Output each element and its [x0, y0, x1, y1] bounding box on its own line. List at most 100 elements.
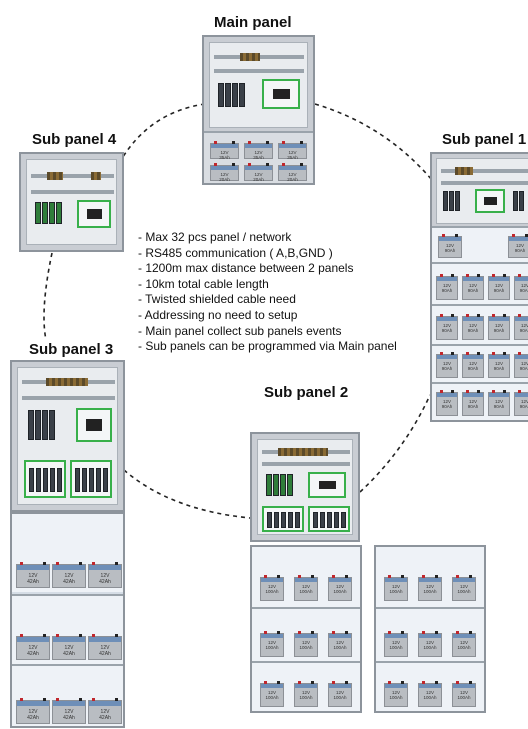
negative-terminal — [311, 681, 314, 684]
negative-terminal — [469, 681, 472, 684]
breaker — [449, 191, 454, 211]
negative-terminal — [401, 575, 404, 578]
positive-terminal — [332, 631, 335, 634]
positive-terminal — [466, 352, 469, 355]
positive-terminal — [388, 575, 391, 578]
sub-panel-3 — [10, 360, 125, 512]
positive-terminal — [20, 634, 23, 637]
terminal-block — [47, 172, 63, 180]
sub-panel-3-controller — [17, 367, 118, 505]
negative-terminal — [266, 163, 269, 166]
positive-terminal — [298, 681, 301, 684]
breaker — [42, 202, 48, 224]
positive-terminal — [214, 163, 217, 166]
negative-terminal — [503, 352, 506, 355]
ring-segment-sub3-sub2 — [123, 469, 251, 519]
sub-panel-4-title: Sub panel 4 — [32, 131, 117, 148]
sub-panel-2 — [250, 432, 360, 542]
negative-terminal — [451, 274, 454, 277]
positive-terminal — [20, 562, 23, 565]
breaker — [280, 474, 286, 496]
sub-panel-4 — [19, 152, 124, 252]
negative-terminal — [115, 698, 118, 701]
control-module — [262, 79, 300, 109]
positive-terminal — [518, 390, 521, 393]
negative-terminal — [345, 575, 348, 578]
positive-terminal — [388, 631, 391, 634]
negative-terminal — [79, 562, 82, 565]
positive-terminal — [442, 234, 445, 237]
positive-terminal — [492, 352, 495, 355]
breaker — [218, 83, 224, 107]
positive-terminal — [518, 274, 521, 277]
io-module — [70, 460, 112, 498]
negative-terminal — [43, 698, 46, 701]
feature-item: - Addressing no need to setup — [138, 307, 298, 322]
negative-terminal — [277, 575, 280, 578]
feature-item: - Twisted shielded cable need — [138, 292, 296, 307]
control-module — [308, 472, 346, 498]
sub-panel-2-controller — [257, 439, 353, 535]
control-module — [475, 189, 505, 213]
positive-terminal — [248, 163, 251, 166]
sub-panel-4-controller — [26, 159, 117, 245]
negative-terminal — [435, 631, 438, 634]
sub-panel-3-title: Sub panel 3 — [29, 341, 114, 358]
positive-terminal — [466, 274, 469, 277]
negative-terminal — [469, 575, 472, 578]
negative-terminal — [451, 314, 454, 317]
breaker — [513, 191, 518, 211]
negative-terminal — [277, 631, 280, 634]
breaker — [455, 191, 460, 211]
breaker — [35, 202, 41, 224]
negative-terminal — [232, 141, 235, 144]
positive-terminal — [264, 575, 267, 578]
sub-panel-1-title: Sub panel 1 — [442, 131, 527, 148]
ring-segment-sub2-sub1 — [359, 394, 431, 493]
negative-terminal — [435, 681, 438, 684]
negative-terminal — [477, 390, 480, 393]
positive-terminal — [264, 681, 267, 684]
terminal-block — [46, 378, 88, 386]
breaker — [49, 202, 55, 224]
control-module — [76, 408, 112, 442]
positive-terminal — [492, 390, 495, 393]
feature-list: - Max 32 pcs panel / network - RS485 com… — [138, 230, 397, 355]
negative-terminal — [115, 634, 118, 637]
negative-terminal — [503, 314, 506, 317]
terminal-block — [278, 448, 328, 456]
feature-item: - Main panel collect sub panels events — [138, 323, 342, 338]
negative-terminal — [79, 698, 82, 701]
